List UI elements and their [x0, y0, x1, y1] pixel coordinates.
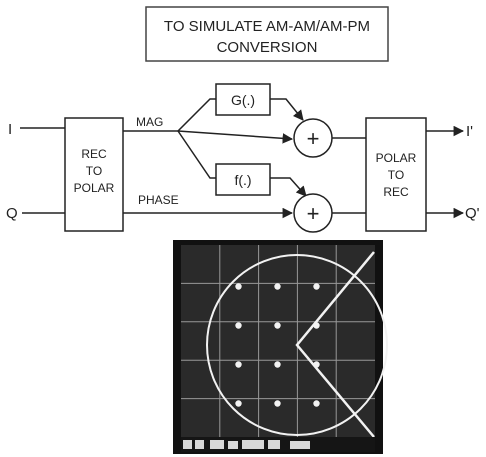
oscilloscope-photo [173, 240, 387, 454]
constellation-point [274, 283, 280, 289]
polar-to-rec-line-2: TO [388, 168, 404, 182]
constellation-point [274, 361, 280, 367]
output-q-label: Q' [465, 205, 480, 222]
mag-to-f-branch [178, 131, 216, 178]
constellation-point [235, 361, 241, 367]
scope-screen [181, 245, 375, 437]
scope-readout-marks [183, 440, 310, 449]
f-function-block: f(.) [216, 164, 270, 195]
constellation-point [274, 322, 280, 328]
g-to-adder [270, 99, 303, 120]
input-i-label: I [8, 121, 12, 138]
rec-to-polar-line-3: POLAR [74, 181, 115, 195]
g-function-block: G(.) [216, 84, 270, 115]
title-line-2: CONVERSION [217, 39, 318, 56]
phase-adder: + [294, 194, 332, 232]
mag-to-adder [178, 131, 292, 139]
polar-to-rec-line-3: REC [383, 185, 409, 199]
phase-adder-symbol: + [307, 201, 320, 226]
constellation-point [313, 361, 319, 367]
mag-to-g-branch [178, 99, 216, 131]
constellation-point [313, 283, 319, 289]
rec-to-polar-block: REC TO POLAR [65, 118, 123, 231]
constellation-point [235, 400, 241, 406]
magnitude-adder-symbol: + [307, 126, 320, 151]
g-function-label: G(.) [231, 92, 255, 108]
constellation-point [274, 400, 280, 406]
input-q-label: Q [6, 205, 18, 222]
mag-label: MAG [136, 115, 163, 129]
f-to-adder [270, 178, 306, 196]
magnitude-adder: + [294, 119, 332, 157]
polar-to-rec-line-1: POLAR [376, 151, 417, 165]
constellation-point [235, 283, 241, 289]
f-function-label: f(.) [234, 172, 251, 188]
constellation-point [313, 322, 319, 328]
output-i-label: I' [466, 123, 473, 140]
constellation-point [235, 322, 241, 328]
title-box: TO SIMULATE AM-AM/AM-PM CONVERSION [146, 7, 388, 61]
polar-to-rec-block: POLAR TO REC [366, 118, 426, 231]
rec-to-polar-line-1: REC [81, 147, 107, 161]
phase-label: PHASE [138, 193, 179, 207]
title-line-1: TO SIMULATE AM-AM/AM-PM [164, 18, 370, 35]
constellation-point [313, 400, 319, 406]
rec-to-polar-line-2: TO [86, 164, 102, 178]
